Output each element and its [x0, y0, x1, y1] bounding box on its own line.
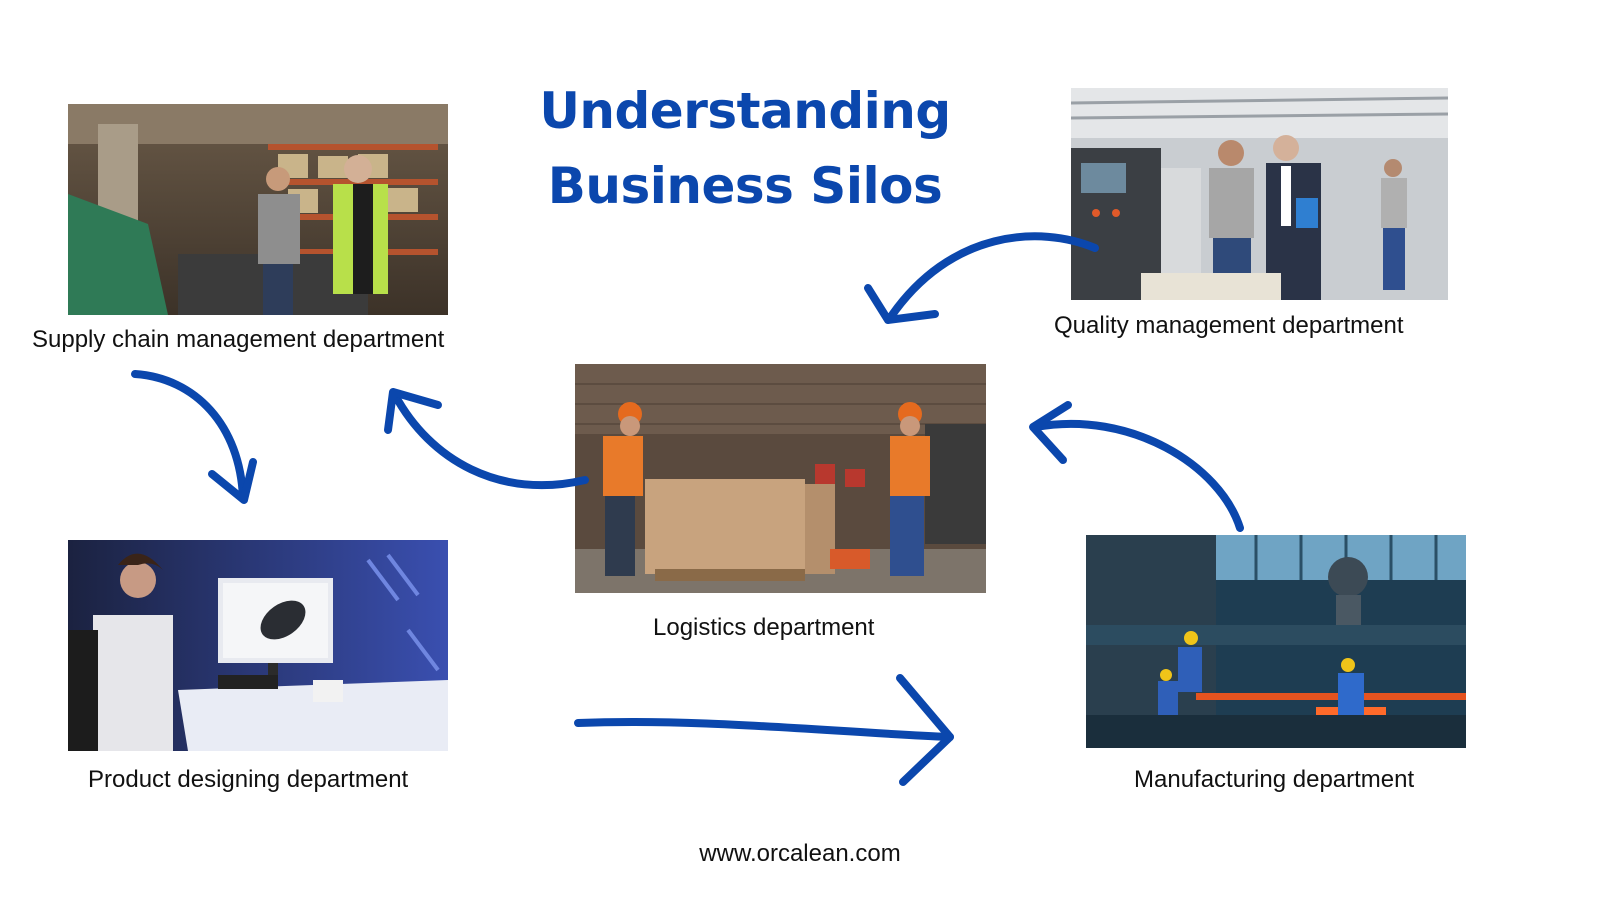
arrow-product-design-to-manufacturing: [574, 717, 954, 741]
arrow-quality-to-supply-chain: [886, 232, 1099, 322]
quality-photo: [1071, 88, 1448, 300]
logistics-label: Logistics department: [653, 614, 875, 641]
title-line-1: Understanding: [539, 82, 951, 140]
manufacturing-label: Manufacturing department: [1134, 766, 1415, 793]
page-title: Understanding Business Silos: [535, 74, 955, 224]
arrowhead-logistics-to-supply-chain: [384, 388, 442, 434]
arrowhead-product-design-to-manufacturing: [896, 674, 954, 786]
title-line-2: Business Silos: [547, 157, 943, 215]
arrow-logistics-to-supply-chain: [391, 391, 589, 490]
arrowhead-quality-to-supply-chain: [864, 284, 939, 324]
product-design-photo: [68, 540, 448, 751]
arrowhead-supply-chain-to-product-design: [208, 458, 257, 504]
manufacturing-photo: [1086, 535, 1466, 748]
quality-label: Quality management department: [1054, 312, 1404, 339]
arrow-manufacturing-to-logistics: [1032, 419, 1244, 532]
arrow-supply-chain-to-product-design: [131, 370, 247, 502]
supply-chain-photo: [68, 104, 448, 315]
product-design-label: Product designing department: [88, 766, 409, 793]
supply-chain-label: Supply chain management department: [32, 326, 445, 353]
arrowhead-manufacturing-to-logistics: [1029, 401, 1072, 464]
logistics-photo: [575, 364, 986, 593]
website-url: www.orcalean.com: [699, 840, 901, 867]
